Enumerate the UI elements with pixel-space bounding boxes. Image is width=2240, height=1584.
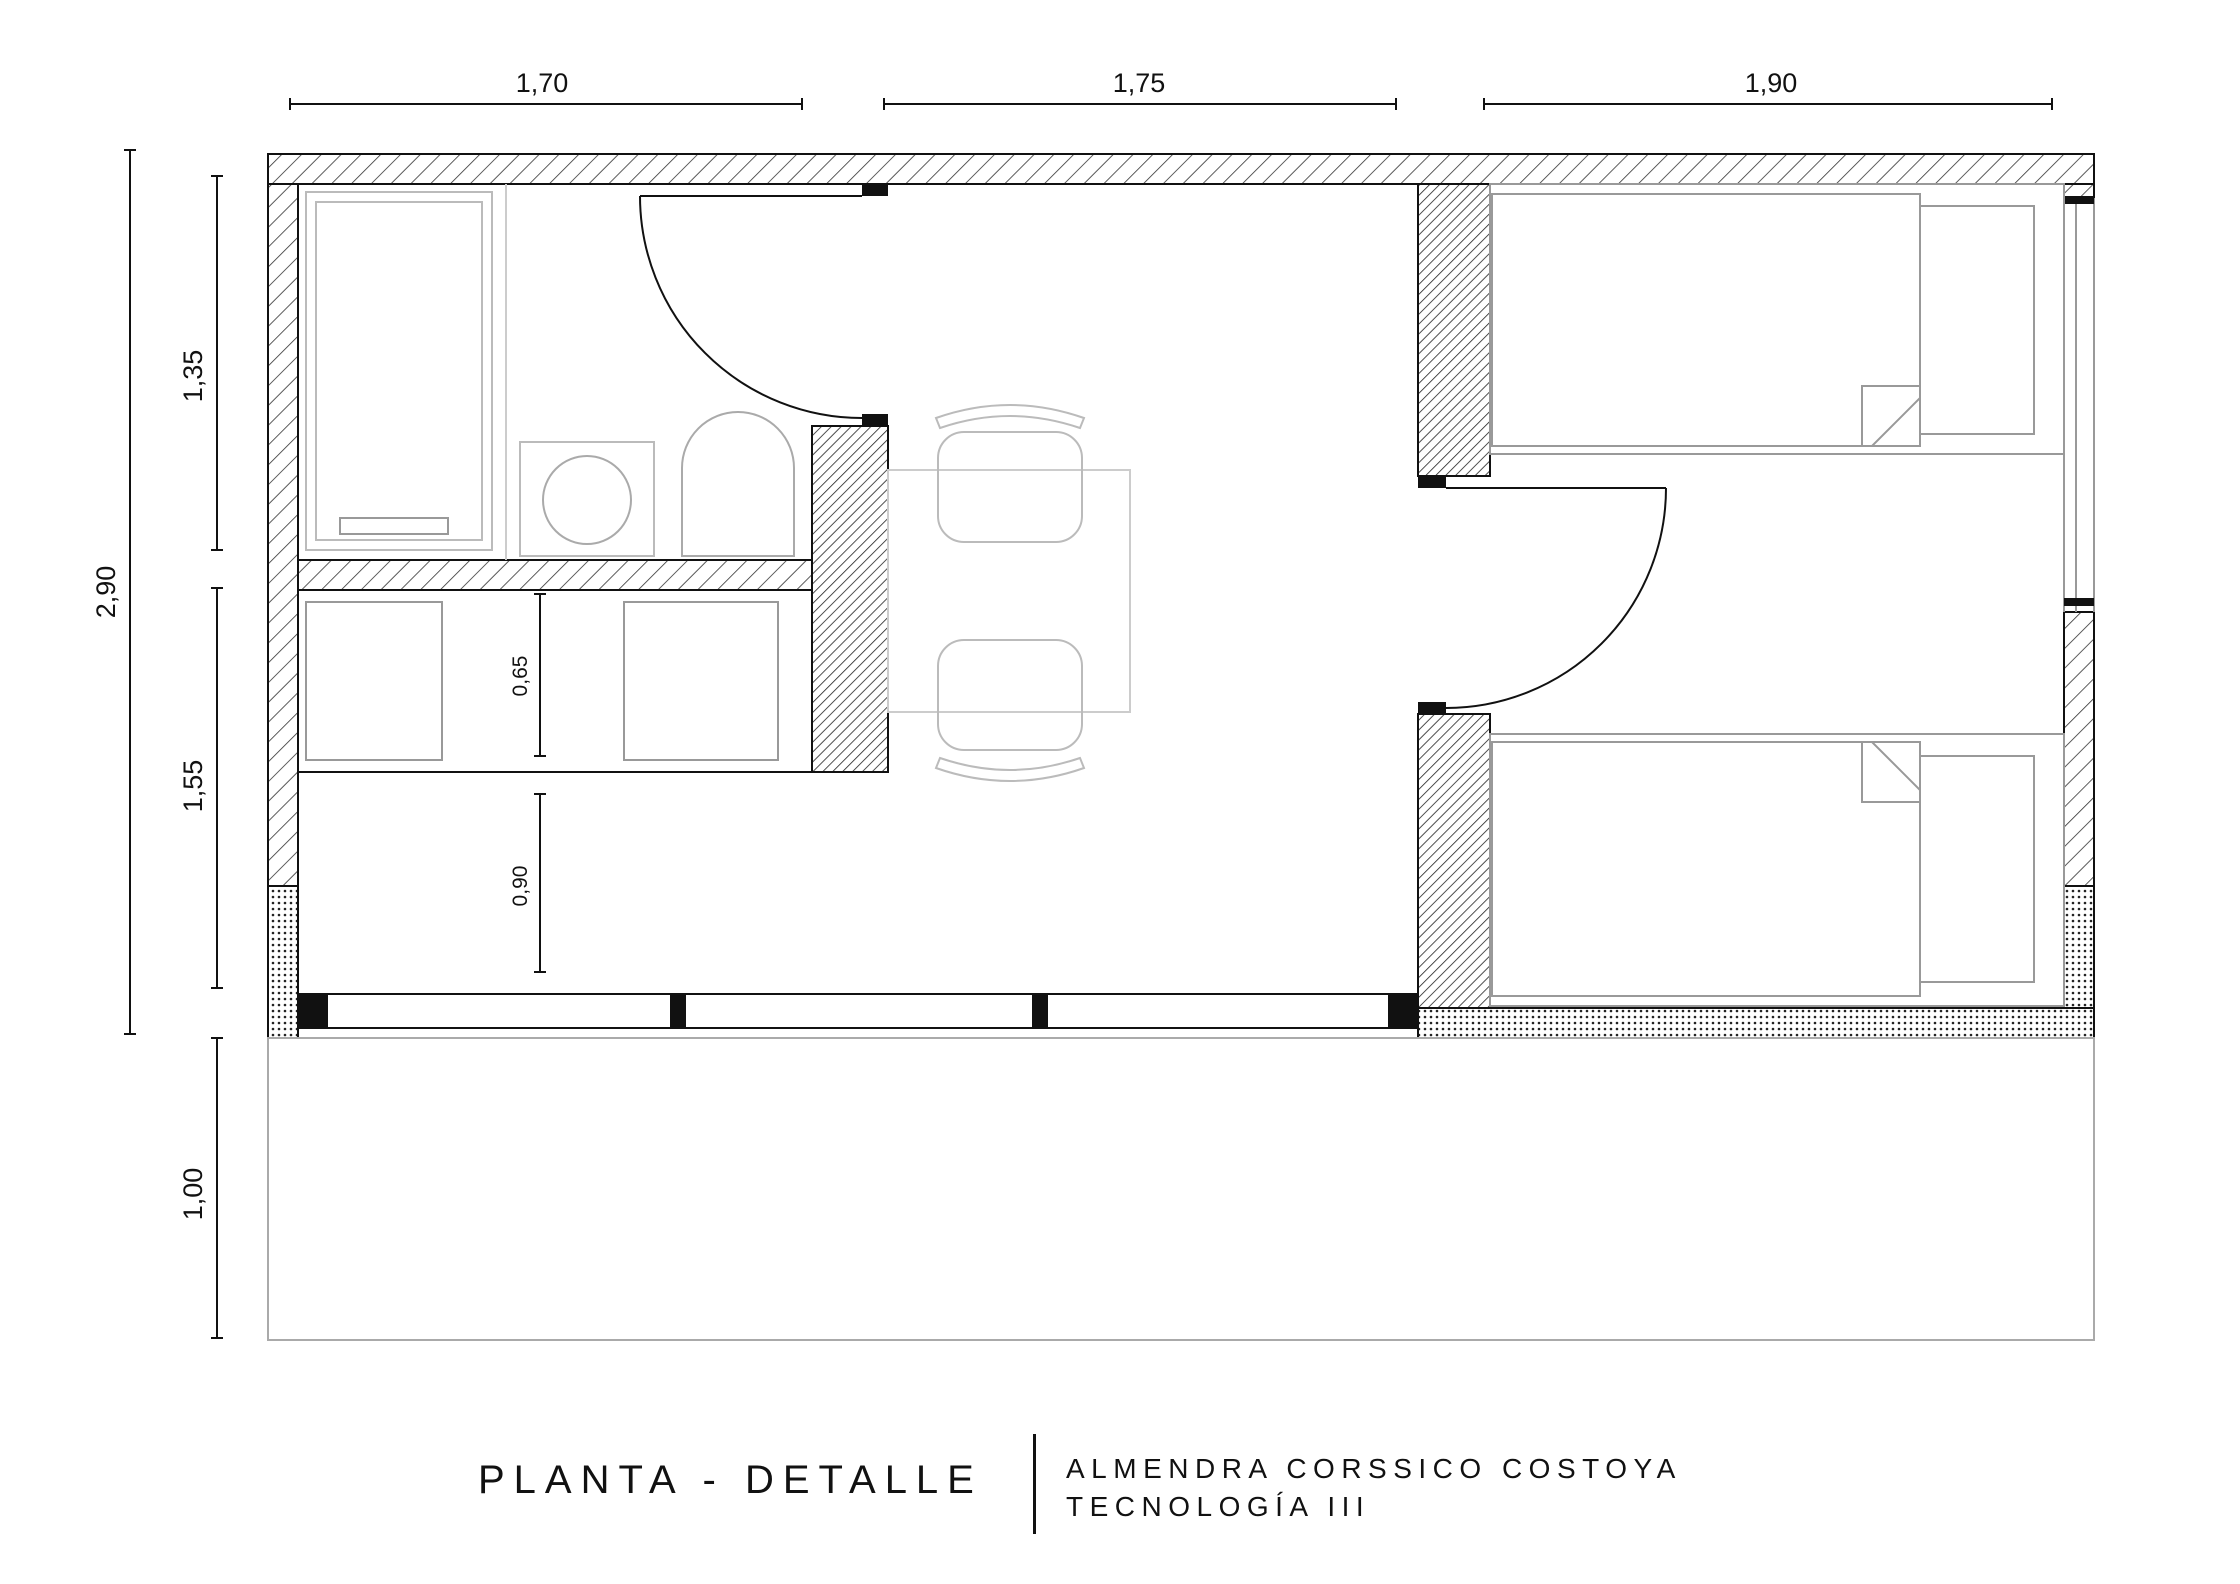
dim-inner-upper: 0,65: [509, 656, 532, 697]
toilet-icon: [681, 411, 795, 557]
dim-left-total: 2,90: [91, 566, 121, 619]
front-glazing: [297, 993, 1419, 1039]
bed-upper: [1489, 183, 2065, 455]
bed-lower: [1489, 733, 2065, 1007]
right-window: [2063, 196, 2095, 612]
dim-top-2: 1,75: [1113, 68, 1166, 98]
dim-top-3: 1,90: [1745, 68, 1798, 98]
dim-left-upper: 1,35: [178, 350, 208, 403]
dim-inner-lower: 0,90: [509, 866, 532, 907]
exterior-walls: [267, 153, 2095, 1039]
dim-left-gallery: 1,00: [178, 1168, 208, 1221]
bathroom: [297, 184, 889, 773]
deck-outline: [267, 1037, 2095, 1341]
dimension-lines: [124, 98, 2053, 1339]
sink-icon: [542, 455, 632, 545]
dining-table: [887, 404, 1131, 782]
bedroom-partition: [1417, 183, 1667, 1009]
storage-units: [305, 601, 779, 761]
dim-left-lower: 1,55: [178, 760, 208, 813]
dim-top-1: 1,70: [516, 68, 569, 98]
